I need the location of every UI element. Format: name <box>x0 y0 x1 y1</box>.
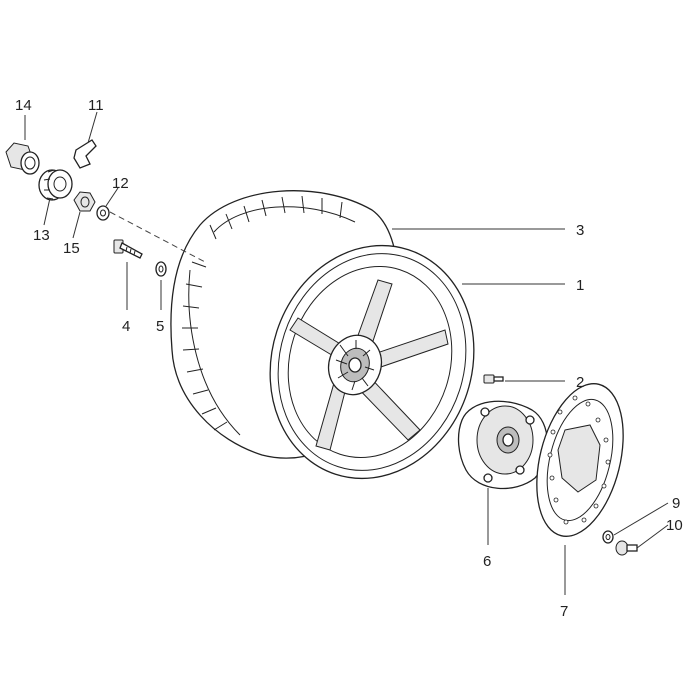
callout-1: 1 <box>576 277 584 294</box>
callout-15: 15 <box>63 240 80 257</box>
callout-11: 11 <box>88 97 104 114</box>
callout-10: 10 <box>666 517 683 534</box>
callout-14: 14 <box>15 97 32 114</box>
callout-2: 2 <box>576 374 584 391</box>
screw-part-10 <box>615 540 638 556</box>
callout-9: 9 <box>672 495 680 512</box>
axle-bolt-part-4 <box>113 239 143 259</box>
callout-3: 3 <box>576 222 584 239</box>
gear-part-13 <box>38 169 73 201</box>
washer-part-5 <box>155 261 167 277</box>
assembly-axis-line <box>109 211 206 263</box>
callout-7: 7 <box>560 603 568 620</box>
callout-5: 5 <box>156 318 164 335</box>
callout-13: 13 <box>33 227 50 244</box>
washer-part-9 <box>602 530 614 544</box>
nut-part-14 <box>5 142 40 175</box>
hub-flange-part-6 <box>457 400 549 490</box>
callout-12: 12 <box>112 175 129 192</box>
wheel-rim <box>269 244 475 480</box>
callout-4: 4 <box>122 318 130 335</box>
nut-part-15 <box>73 191 96 212</box>
bolt-part-2 <box>483 374 504 384</box>
washer-part-12 <box>96 205 110 221</box>
clip-part-11 <box>73 139 97 169</box>
callout-6: 6 <box>483 553 491 570</box>
leader-lines <box>24 111 669 595</box>
brake-disc-part-7 <box>536 383 624 537</box>
